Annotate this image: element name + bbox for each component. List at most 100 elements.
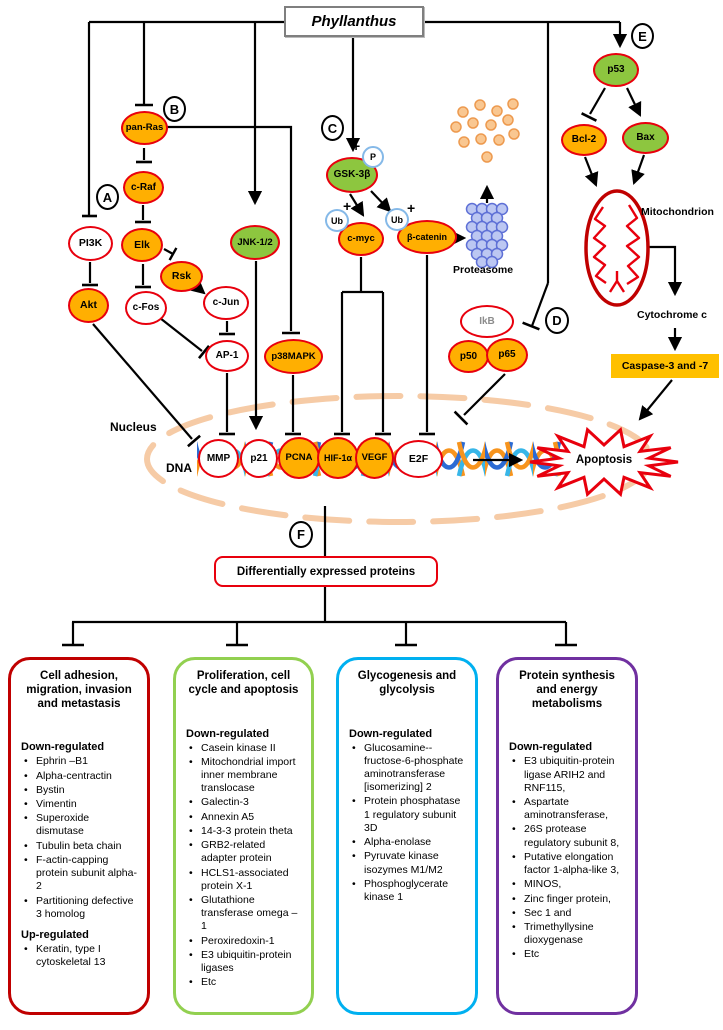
list-item: Protein phosphatase 1 regulatory subunit…	[347, 795, 467, 835]
gene-vegf: VEGF	[355, 437, 394, 479]
node-bcl-2: Bcl-2	[561, 124, 607, 156]
node-p50: p50	[448, 340, 489, 373]
down-regulated-label: Down-regulated	[509, 741, 593, 754]
plus-sign: +	[343, 198, 352, 214]
list-item: E3 ubiquitin-protein ligases	[184, 949, 303, 975]
list-item: Alpha-centractin	[19, 770, 139, 783]
dna-label: DNA	[166, 461, 192, 475]
diagram-title: Phyllanthus	[284, 6, 424, 37]
mitochondrion-label: Mitochondrion	[641, 206, 714, 218]
list-item: Mitochondrial import inner membrane tran…	[184, 756, 303, 796]
category-title: Glycogenesis and glycolysis	[357, 670, 457, 696]
list-item: Alpha-enolase	[347, 836, 467, 849]
node-c-fos: c-Fos	[125, 291, 167, 325]
apoptosis-starburst	[529, 426, 679, 498]
proteasome-label: Proteasome	[453, 264, 514, 276]
list-item: Putative elongation factor 1-alpha-like …	[507, 851, 627, 877]
list-item: 14-3-3 protein theta	[184, 825, 303, 838]
category-title: Cell adhesion, migration, invasion and m…	[26, 670, 132, 710]
tag-b: B	[163, 96, 186, 122]
list-item: Etc	[507, 948, 627, 961]
list-item: Pyruvate kinase isozymes M1/M2	[347, 850, 467, 876]
node-c-jun: c-Jun	[203, 286, 249, 320]
list-item: Superoxide dismutase	[19, 812, 139, 838]
gene-mmp: MMP	[198, 439, 239, 478]
tag-f: F	[289, 521, 313, 548]
tag-a: A	[96, 184, 119, 210]
node-bax: Bax	[622, 122, 669, 154]
category-box-protein-synthesis: Protein synthesis and energy metabolisms…	[496, 657, 638, 1015]
category-title: Protein synthesis and energy metabolisms	[519, 670, 615, 710]
up-regulated-list: Keratin, type I cytoskeletal 13	[19, 943, 139, 969]
category-box-glycogenesis: Glycogenesis and glycolysis Down-regulat…	[336, 657, 478, 1015]
category-box-proliferation: Proliferation, cell cycle and apoptosis …	[173, 657, 314, 1015]
ubiquitin-circle: Ub	[385, 208, 409, 231]
down-regulated-list: E3 ubiquitin-protein ligase ARIH2 and RN…	[507, 755, 627, 962]
node-rsk: Rsk	[160, 261, 203, 292]
list-item: Bystin	[19, 784, 139, 797]
nucleus-label: Nucleus	[110, 420, 157, 434]
list-item: MINOS,	[507, 878, 627, 891]
down-regulated-list: Ephrin –B1Alpha-centractinBystinVimentin…	[19, 755, 139, 921]
node-ikb: IkB	[460, 305, 514, 338]
list-item: Tubulin beta chain	[19, 840, 139, 853]
down-regulated-list: Glucosamine--fructose-6-phosphate aminot…	[347, 742, 467, 905]
list-item: Sec 1 and	[507, 907, 627, 920]
list-item: Casein kinase II	[184, 742, 303, 755]
down-regulated-list: Casein kinase IIMitochondrial import inn…	[184, 742, 303, 990]
list-item: E3 ubiquitin-protein ligase ARIH2 and RN…	[507, 755, 627, 795]
node-akt: Akt	[68, 288, 109, 323]
plus-sign: +	[352, 138, 361, 154]
node-pan-ras: pan-Ras	[121, 111, 168, 145]
tag-c: C	[321, 115, 344, 141]
differentially-expressed-proteins-box: Differentially expressed proteins	[214, 556, 438, 587]
category-title: Proliferation, cell cycle and apoptosis	[188, 670, 299, 696]
gene-e2f: E2F	[394, 440, 443, 478]
ubiquitin-circle: Ub	[325, 209, 349, 232]
list-item: Keratin, type I cytoskeletal 13	[19, 943, 139, 969]
gene-pcna: PCNA	[278, 437, 320, 479]
gene-p21: p21	[240, 439, 278, 478]
node-c-raf: c-Raf	[123, 171, 164, 204]
down-regulated-label: Down-regulated	[21, 741, 105, 754]
caspase-box: Caspase-3 and -7	[611, 354, 719, 378]
proteasome-graphic	[465, 202, 509, 269]
cytochrome-c-label: Cytochrome c	[637, 309, 708, 321]
gene-hif-1a: HIF-1α	[317, 437, 359, 479]
list-item: HCLS1-associated protein X-1	[184, 867, 303, 893]
list-item: Trimethyllysine dioxygenase	[507, 921, 627, 947]
list-item: Galectin-3	[184, 796, 303, 809]
node-elk: Elk	[121, 228, 163, 262]
mitochondrion-graphic	[584, 189, 650, 307]
node-jnk-1-2: JNK-1/2	[230, 225, 280, 260]
node-p65: p65	[486, 338, 528, 372]
node-p38mapk: p38MAPK	[264, 339, 323, 374]
degraded-protein-dots	[450, 98, 520, 163]
list-item: Partitioning defective 3 homolog	[19, 895, 139, 921]
down-regulated-label: Down-regulated	[186, 727, 270, 740]
list-item: Ephrin –B1	[19, 755, 139, 768]
plus-sign: +	[407, 200, 416, 216]
list-item: Vimentin	[19, 798, 139, 811]
list-item: Phosphoglycerate kinase 1	[347, 878, 467, 904]
category-box-cell-adhesion: Cell adhesion, migration, invasion and m…	[8, 657, 150, 1015]
list-item: 26S protease regulatory subunit 8,	[507, 823, 627, 849]
apoptosis-label: Apoptosis	[575, 454, 633, 466]
node-p53: p53	[593, 53, 639, 87]
node-pi3k: PI3K	[68, 226, 113, 261]
phosphate-circle: P	[362, 146, 384, 168]
list-item: Annexin A5	[184, 811, 303, 824]
list-item: Peroxiredoxin-1	[184, 935, 303, 948]
list-item: Aspartate aminotransferase,	[507, 796, 627, 822]
list-item: Etc	[184, 976, 303, 989]
node-ap-1: AP-1	[205, 340, 249, 372]
list-item: Glucosamine--fructose-6-phosphate aminot…	[347, 742, 467, 795]
down-regulated-label: Down-regulated	[349, 727, 433, 740]
tag-d: D	[545, 307, 569, 334]
up-regulated-label: Up-regulated	[21, 929, 89, 942]
list-item: GRB2-related adapter protein	[184, 839, 303, 865]
list-item: Zinc finger protein,	[507, 893, 627, 906]
list-item: Glutathione transferase omega – 1	[184, 894, 303, 934]
